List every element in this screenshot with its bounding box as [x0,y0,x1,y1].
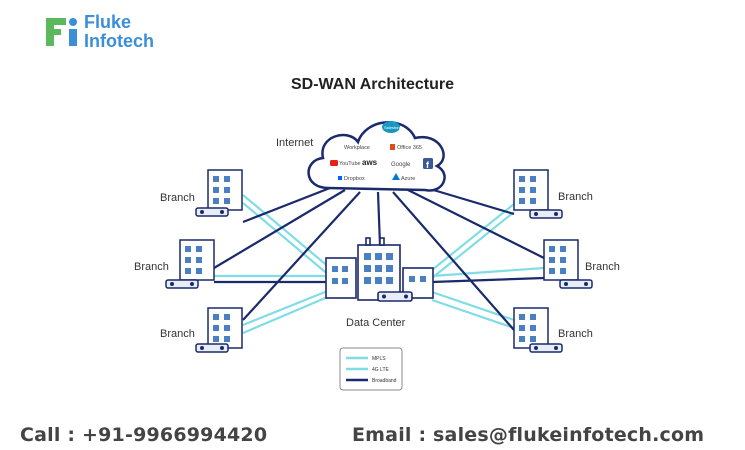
data-center [325,237,434,302]
dc-router-icon [377,291,413,302]
facebook-glyph: f [426,160,430,170]
link-mpls-tr [431,203,515,271]
datacenter-label: Data Center [346,317,406,329]
link-lte-br [431,298,515,330]
branch-label-left-top: Branch [160,192,195,204]
logo-line-2: Infotech [84,31,154,51]
link-bb-cloud-br [392,191,515,331]
link-lte-tr [431,211,515,279]
logo-mark-icon [46,18,77,46]
dropbox-icon [338,176,342,180]
service-youtube: YouTube [339,161,361,167]
link-bb-cloud-tl [242,186,331,224]
service-workplace: Workplace [344,145,370,151]
link-bb-cloud-ml [213,189,346,269]
internet-label: Internet [276,137,313,149]
company-logo: Fluke Infotech [44,12,184,56]
azure-icon [392,173,400,180]
dc-antenna-2 [379,237,385,246]
link-bb-cloud-mr [407,189,545,259]
logo-line-1: Fluke [84,12,132,32]
link-mpls-mr [431,266,545,278]
dc-antenna-1 [365,237,371,246]
branch-label-right-top: Branch [558,191,593,203]
broadband-links [213,184,545,331]
branch-right-top [513,169,563,219]
branch-left-mid [165,239,215,289]
link-bb-dc-mr [431,276,545,284]
link-mpls-bl [242,288,331,327]
cloud-services: Salesforce Workplace Office 365 YouTube … [330,121,433,182]
legend-lte: 4G LTE [372,367,390,373]
branch-left-top [195,169,243,217]
service-salesforce: Salesforce [384,125,404,130]
branch-right-mid [543,239,593,289]
service-office365: Office 365 [397,145,422,151]
logo-text: Fluke Infotech [84,13,154,51]
service-google: Google [391,162,411,168]
service-dropbox: Dropbox [344,176,365,182]
legend-mpls: MPLS [372,356,386,362]
facebook-icon [423,158,433,169]
youtube-icon [330,160,338,166]
dc-building-left [325,257,357,299]
branch-label-right-mid: Branch [585,261,620,273]
legend-broadband: Broadband [372,378,397,384]
branch-right-bottom [513,307,563,353]
contact-phone[interactable]: Call : +91-9966994420 [20,424,268,446]
branch-left-bottom [195,307,243,353]
link-mpls-tl [242,194,331,269]
mpls-lte-links [214,194,545,335]
branch-sites [165,169,593,353]
diagram-title: SD-WAN Architecture [291,76,454,93]
contact-email[interactable]: Email : sales@flukeinfotech.com [352,424,705,446]
link-bb-cloud-dc [376,191,382,246]
legend: MPLS 4G LTE Broadband [339,347,403,391]
service-aws: aws [362,158,378,167]
link-lte-bl [242,294,331,335]
internet-cloud: Salesforce Workplace Office 365 YouTube … [307,121,446,192]
branch-label-right-bottom: Branch [558,328,593,340]
branch-label-left-bottom: Branch [160,328,195,340]
salesforce-icon [382,121,400,133]
office-icon [390,144,395,150]
dc-building-right [402,267,434,299]
link-bb-cloud-bl [242,191,361,321]
service-azure: Azure [401,176,415,182]
branch-label-left-mid: Branch [134,261,169,273]
